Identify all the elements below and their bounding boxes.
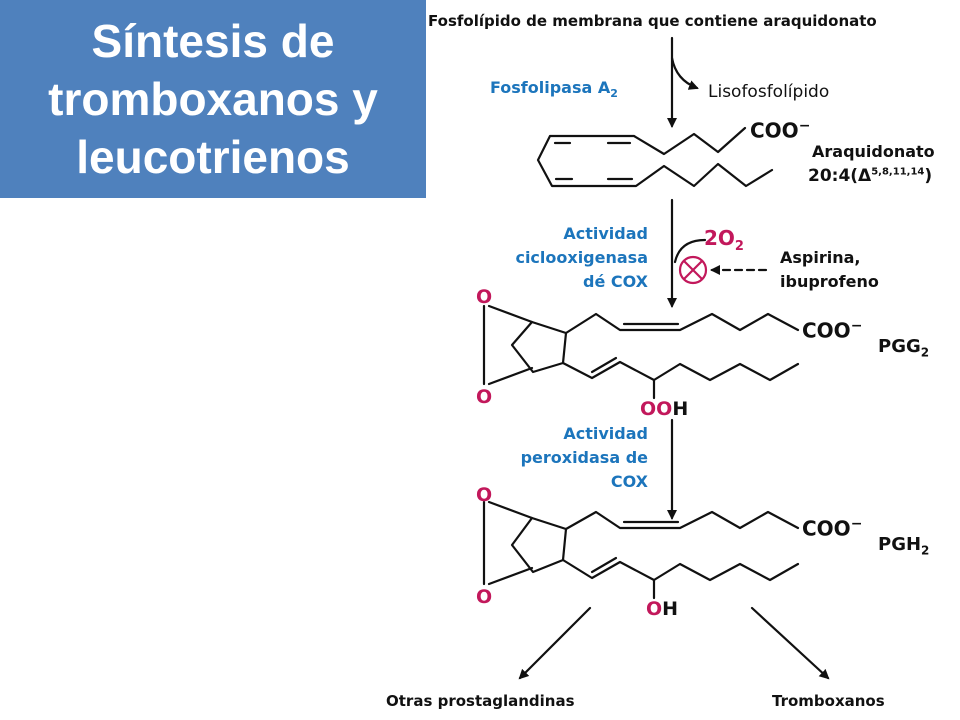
pgg2-hydroperoxide: OOH (640, 398, 688, 420)
cyclooxygenase-label: Actividad ciclooxigenasa dé COX (490, 222, 648, 294)
arachidonate-name: Araquidonato (812, 142, 935, 161)
pgh2-subscript: 2 (921, 543, 930, 558)
pgh2-text: PGH (878, 534, 922, 555)
coo-text: COO (750, 118, 799, 143)
hydroxyl-hydrogen: H (662, 598, 679, 620)
hydroperoxide-oxygens: OO (640, 398, 673, 420)
pgg2-subscript: 2 (920, 345, 930, 360)
hydroxyl-oxygen: O (646, 598, 663, 620)
oxygen-label: 2O2 (704, 226, 744, 254)
coo-text: COO (802, 318, 851, 343)
page-title: Síntesis de tromboxanos y leucotrienos (48, 12, 378, 186)
formula-superscript: 5,8,11,14 (871, 166, 925, 178)
peroxidase-label: Actividad peroxidasa de COX (490, 422, 648, 494)
product-other-prostaglandins: Otras prostaglandinas (386, 692, 575, 710)
arachidonate-formula: 20:4(Δ5,8,11,14) (808, 166, 932, 186)
inhibition-circle (678, 255, 708, 285)
arrow-oxygen-in (673, 238, 707, 264)
peroxidase-line-2: peroxidasa de (520, 448, 648, 467)
pgg2-structure (482, 304, 800, 400)
pgh2-ring-oxygen-bottom: O (476, 586, 493, 608)
title-line-3: leucotrienos (76, 131, 350, 183)
inhibitors-label: Aspirina, ibuprofeno (780, 246, 879, 294)
title-line-1: Síntesis de (91, 15, 335, 67)
pgh2-label: PGH2 (878, 534, 929, 558)
arrow-thromboxanes (750, 606, 830, 680)
pgh2-hydroxyl: OH (646, 598, 678, 620)
pgh2-coo: COO− (802, 516, 862, 541)
pgg2-label: PGG2 (878, 336, 929, 360)
inhibitor-aspirin: Aspirina, (780, 248, 861, 267)
cox-line-3: dé COX (583, 272, 648, 291)
arachidonate-structure (536, 126, 774, 188)
cox-line-1: Actividad (563, 224, 648, 243)
pgg2-coo: COO− (802, 318, 862, 343)
cox-line-2: ciclooxigenasa (515, 248, 648, 267)
inhibitor-ibuprofen: ibuprofeno (780, 272, 879, 291)
phospholipase-label: Fosfolipasa A2 (490, 78, 618, 100)
coo-charge: − (850, 516, 863, 532)
title-banner: Síntesis de tromboxanos y leucotrienos (0, 0, 426, 198)
pgh2-structure (482, 500, 800, 600)
title-line-2: tromboxanos y (48, 73, 378, 125)
pgg2-text: PGG (878, 336, 921, 357)
peroxidase-line-3: COX (610, 472, 648, 491)
oxygen-text: 2O (704, 226, 735, 250)
arrow-other-prostaglandins (518, 606, 592, 680)
hydroperoxide-hydrogen: H (672, 398, 689, 420)
coo-charge: − (798, 118, 811, 134)
pgh2-ring-oxygen-top: O (476, 484, 493, 506)
arrow-lysophospholipid (670, 56, 699, 90)
phospholipase-subscript: 2 (610, 87, 618, 101)
arachidonate-coo: COO− (750, 118, 810, 143)
formula-main: 20:4(Δ (808, 166, 872, 186)
lysophospholipid-label: Lisofosfolípido (708, 82, 830, 102)
oxygen-subscript: 2 (734, 239, 744, 254)
peroxidase-line-1: Actividad (563, 424, 648, 443)
substrate-label: Fosfolípido de membrana que contiene ara… (428, 12, 877, 30)
product-thromboxanes: Tromboxanos (772, 692, 885, 710)
formula-close: ) (924, 166, 933, 186)
pgg2-ring-oxygen-top: O (476, 286, 493, 308)
coo-charge: − (850, 318, 863, 334)
phospholipase-text: Fosfolipasa A (490, 78, 611, 97)
coo-text: COO (802, 516, 851, 541)
pgg2-ring-oxygen-bottom: O (476, 386, 493, 408)
